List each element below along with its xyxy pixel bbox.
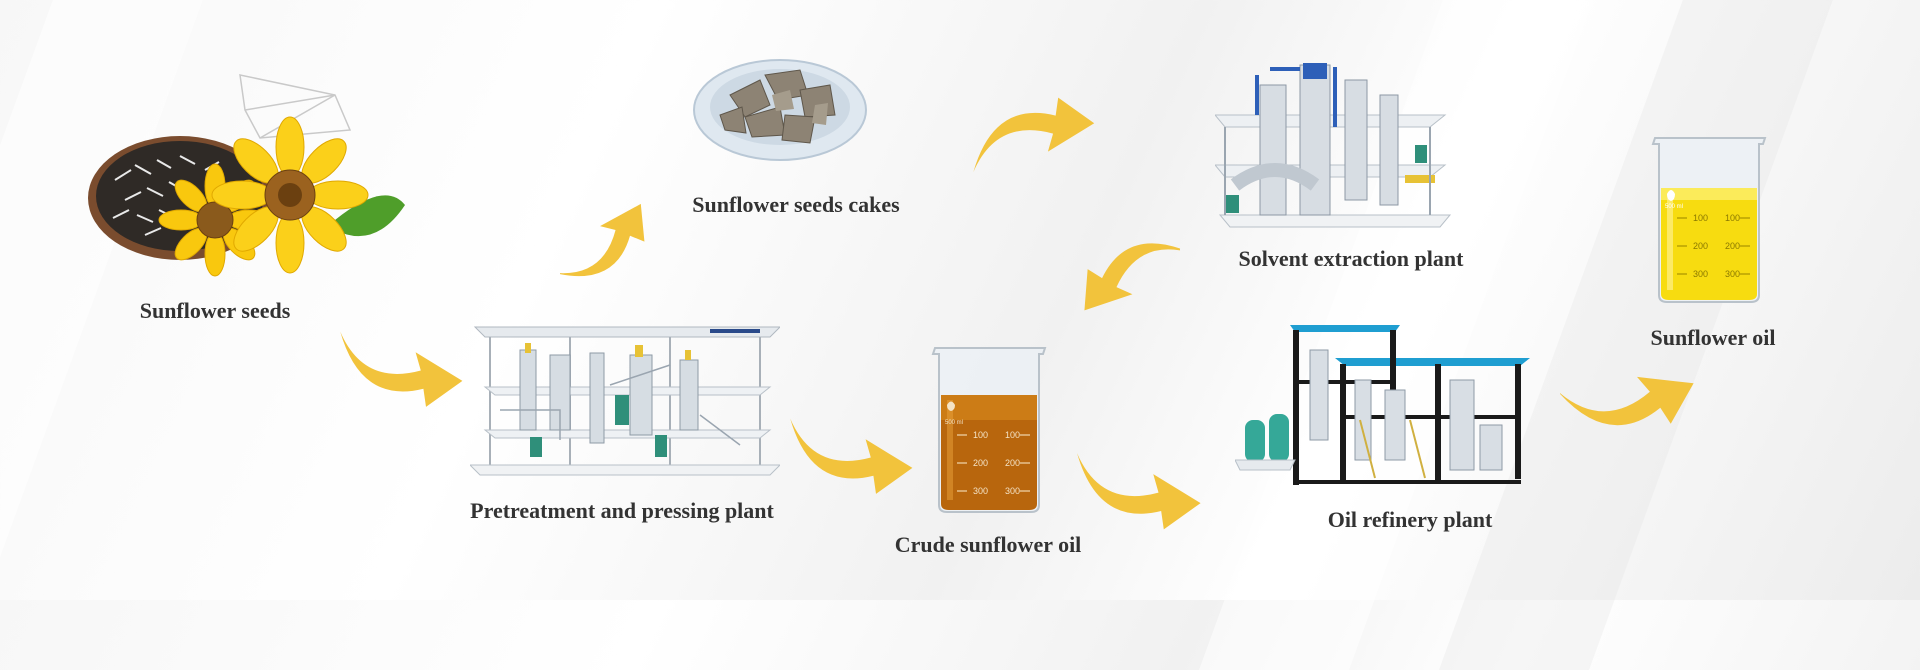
oil-refinery-label: Oil refinery plant — [1328, 507, 1493, 533]
svg-text:200: 200 — [1725, 241, 1740, 251]
oil-refinery-plant-image — [1235, 320, 1530, 495]
svg-text:200: 200 — [1005, 458, 1020, 468]
svg-text:100: 100 — [1693, 213, 1708, 223]
arrow-cakes-to-solvent — [965, 95, 1100, 185]
sunflower-oil-beaker: 100 200 300 100 200 300 500 ml — [1645, 130, 1775, 310]
svg-text:300: 300 — [1005, 486, 1020, 496]
solvent-extraction-plant-image — [1215, 55, 1455, 235]
svg-text:100: 100 — [1725, 213, 1740, 223]
svg-text:500 ml: 500 ml — [1665, 204, 1683, 210]
arrow-seeds-to-pretreatment — [335, 318, 465, 410]
svg-text:100: 100 — [973, 430, 988, 440]
svg-text:500 ml: 500 ml — [945, 420, 963, 426]
pretreatment-plant-image — [470, 325, 780, 485]
svg-text:300: 300 — [1693, 269, 1708, 279]
sunflower-seeds-image — [85, 70, 415, 280]
crude-oil-label: Crude sunflower oil — [895, 532, 1082, 558]
svg-text:300: 300 — [1725, 269, 1740, 279]
svg-text:300: 300 — [973, 486, 988, 496]
svg-text:200: 200 — [973, 458, 988, 468]
solvent-extraction-label: Solvent extraction plant — [1239, 246, 1464, 272]
svg-text:100: 100 — [1005, 430, 1020, 440]
arrow-refinery-to-oil — [1560, 345, 1695, 445]
crude-oil-beaker: 100 200 300 100 200 300 500 ml — [925, 340, 1055, 520]
svg-text:200: 200 — [1693, 241, 1708, 251]
seed-cakes-label: Sunflower seeds cakes — [692, 192, 899, 218]
arrow-crude-to-refinery — [1070, 440, 1205, 532]
sunflower-seeds-label: Sunflower seeds — [140, 298, 291, 324]
seed-cakes-image — [690, 45, 870, 165]
arrow-pretreatment-to-crude — [785, 405, 915, 497]
arrow-solvent-to-crude — [1060, 205, 1180, 325]
pretreatment-label: Pretreatment and pressing plant — [470, 498, 774, 524]
arrow-pretreatment-to-cakes — [560, 195, 670, 305]
